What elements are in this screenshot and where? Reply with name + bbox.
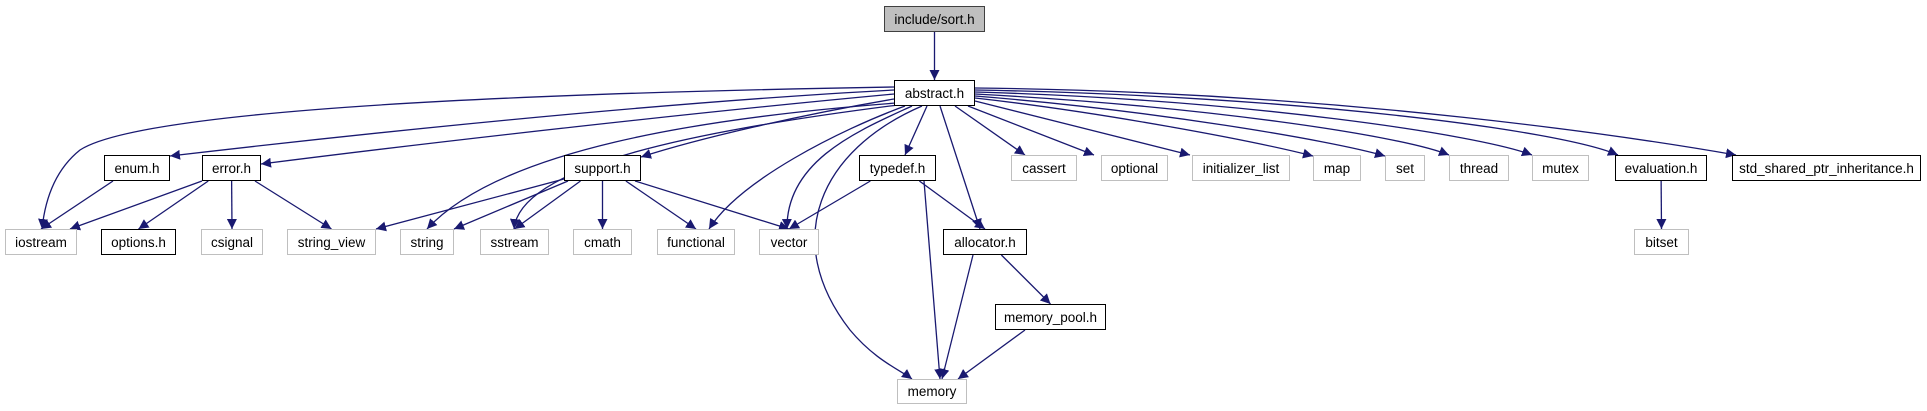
node-support[interactable]: support.h <box>564 155 641 181</box>
edge-abstract-to-thread <box>974 93 1450 156</box>
node-cassert: cassert <box>1011 155 1077 181</box>
edge-abstract-to-set <box>974 95 1386 159</box>
edge-abstract-to-vector <box>781 105 913 230</box>
edge-abstract-to-support <box>640 98 895 159</box>
node-memory: memory <box>897 379 967 404</box>
edge-abstract-to-cassert <box>954 105 1026 156</box>
node-options[interactable]: options.h <box>101 229 176 255</box>
node-string: string <box>400 229 454 255</box>
edge-abstract-to-optional <box>967 105 1095 157</box>
node-memory-pool[interactable]: memory_pool.h <box>995 304 1106 330</box>
node-set: set <box>1385 155 1425 181</box>
node-typedef[interactable]: typedef.h <box>859 155 936 181</box>
edge-abstract-to-iostream <box>38 86 895 230</box>
edge-abstract-to-mutex <box>974 91 1533 157</box>
edge-abstract-to-string <box>426 102 897 230</box>
edge-error-to-string-view <box>254 180 332 230</box>
node-bitset: bitset <box>1634 229 1689 255</box>
node-cmath: cmath <box>573 229 632 255</box>
edge-abstract-to-allocator <box>939 105 982 230</box>
edge-abstract-to-error <box>260 93 895 168</box>
node-csignal: csignal <box>201 229 263 255</box>
edge-abstract-to-enum <box>169 89 895 160</box>
edge-allocator-to-memory-pool <box>1000 254 1051 305</box>
node-iostream: iostream <box>5 229 77 255</box>
edge-typedef-to-memory <box>923 180 945 380</box>
node-mutex: mutex <box>1532 155 1589 181</box>
edge-typedef-to-allocator <box>918 180 986 230</box>
node-sort[interactable]: include/sort.h <box>884 6 985 32</box>
edge-support-to-sstream <box>514 180 581 230</box>
edge-abstract-to-evaluation <box>974 89 1619 156</box>
edge-abstract-to-initializer-list <box>974 100 1191 158</box>
node-abstract[interactable]: abstract.h <box>894 80 975 106</box>
node-enum[interactable]: enum.h <box>104 155 170 181</box>
node-optional: optional <box>1101 155 1168 181</box>
edge-abstract-to-sstream <box>509 104 899 230</box>
edge-allocator-to-memory <box>939 254 974 380</box>
node-evaluation[interactable]: evaluation.h <box>1615 155 1707 181</box>
edge-support-to-string <box>453 180 569 230</box>
node-functional: functional <box>657 229 735 255</box>
node-thread: thread <box>1449 155 1509 181</box>
edge-support-to-string-view <box>375 178 565 232</box>
node-sstream: sstream <box>480 229 549 255</box>
edge-abstract-to-map <box>974 97 1314 159</box>
edge-error-to-options <box>138 180 209 230</box>
node-error[interactable]: error.h <box>202 155 261 181</box>
node-vector: vector <box>759 229 819 255</box>
edge-error-to-iostream <box>69 180 203 231</box>
edge-abstract-to-functional <box>708 105 906 230</box>
edge-enum-to-iostream <box>40 180 114 230</box>
node-allocator[interactable]: allocator.h <box>943 229 1027 255</box>
node-initializer-list: initializer_list <box>1192 155 1290 181</box>
node-map: map <box>1313 155 1361 181</box>
edge-typedef-to-vector <box>788 180 871 230</box>
edge-support-to-functional <box>625 180 697 230</box>
node-std-shared[interactable]: std_shared_ptr_inheritance.h <box>1732 155 1921 181</box>
edge-memory-pool-to-memory <box>957 329 1026 380</box>
edge-abstract-to-memory <box>814 105 923 380</box>
edge-support-to-vector <box>634 180 790 231</box>
node-string-view: string_view <box>287 229 376 255</box>
edge-abstract-to-std-shared <box>974 87 1737 159</box>
edge-abstract-to-typedef <box>904 105 928 156</box>
